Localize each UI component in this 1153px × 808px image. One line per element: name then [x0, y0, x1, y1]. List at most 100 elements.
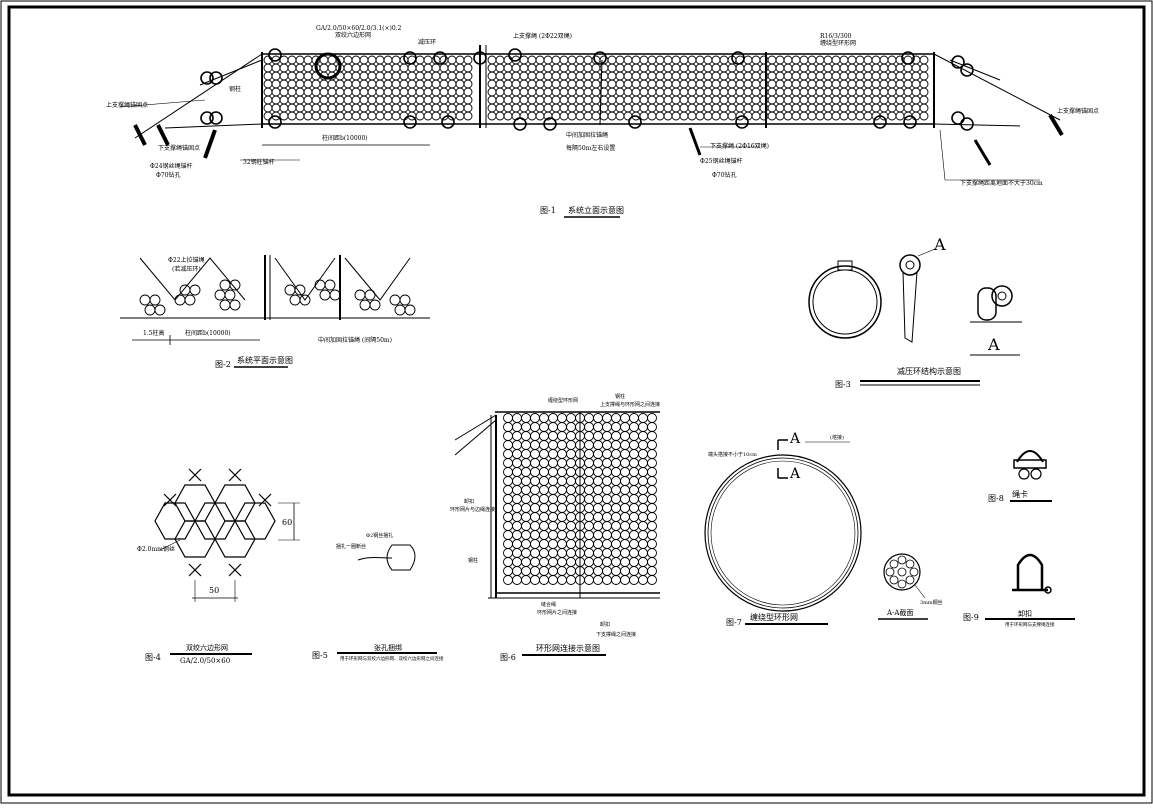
mesh-ring [548, 458, 558, 468]
mesh-ring [647, 476, 657, 486]
label-post-spacing: 柱间距b(10000) [322, 134, 368, 142]
mesh-ring [455, 55, 465, 65]
mesh-ring [512, 530, 522, 540]
anchor-bolt-left-b [156, 124, 170, 146]
mesh-ring [687, 103, 697, 113]
twist-end [228, 563, 242, 577]
brake-ring [513, 117, 527, 131]
mesh-ring [557, 440, 567, 450]
mesh-ring [671, 87, 681, 97]
mesh-ring [521, 476, 531, 486]
mesh-ring [847, 111, 857, 121]
mesh-ring [447, 79, 457, 89]
mesh-ring [695, 63, 705, 73]
mesh-ring [743, 103, 753, 113]
mesh-ring [791, 111, 801, 121]
mesh-ring [447, 55, 457, 65]
mesh-ring [719, 111, 729, 121]
mesh-ring [295, 55, 305, 65]
brake-ring [473, 51, 487, 65]
mesh-ring [519, 71, 529, 81]
mesh-ring [911, 87, 921, 97]
mesh-ring [359, 95, 369, 105]
rope-clip-u [1016, 450, 1044, 463]
mesh-ring [367, 79, 377, 89]
mesh-ring [631, 63, 641, 73]
mesh-ring [751, 79, 761, 89]
mesh-ring [271, 87, 281, 97]
mesh-ring [663, 111, 673, 121]
mesh-ring [602, 512, 612, 522]
mesh-ring [567, 95, 577, 105]
mesh-ring [591, 87, 601, 97]
fig6-ring-net: 缠绕型环形网 [548, 397, 578, 404]
mesh-ring [566, 431, 576, 441]
mesh-ring [503, 485, 513, 495]
mesh-ring [530, 539, 540, 549]
mesh-ring [895, 87, 905, 97]
mesh-ring [575, 111, 585, 121]
mesh-ring [295, 63, 305, 73]
mesh-ring [783, 111, 793, 121]
label-lower-rope-height: 下支撑绳距离地面不大于30cm [960, 179, 1043, 187]
mesh-ring [359, 87, 369, 97]
mesh-ring [521, 458, 531, 468]
mesh-ring [839, 63, 849, 73]
aa-wire-strand [897, 579, 907, 589]
mesh-ring [615, 71, 625, 81]
mesh-ring [638, 467, 648, 477]
mesh-ring [911, 95, 921, 105]
mesh-ring [287, 55, 297, 65]
mesh-ring [607, 63, 617, 73]
mesh-ring [639, 63, 649, 73]
fig7-title: 缠绕型环形网 [750, 612, 798, 622]
mesh-ring [359, 71, 369, 81]
fig2-offset: 1.5柱高 [143, 329, 165, 337]
mesh-ring [871, 95, 881, 105]
mesh-ring [566, 494, 576, 504]
mesh-ring [911, 71, 921, 81]
mesh-ring [399, 71, 409, 81]
mesh-ring [629, 530, 639, 540]
mesh-ring [415, 111, 425, 121]
mesh-ring [593, 458, 603, 468]
mesh-ring [539, 485, 549, 495]
mesh-ring [831, 71, 841, 81]
mesh-ring [719, 79, 729, 89]
mesh-ring [620, 503, 630, 513]
mesh-ring [855, 79, 865, 89]
mesh-ring [503, 467, 513, 477]
mesh-ring [743, 55, 753, 65]
plan-ring [329, 289, 341, 301]
mesh-ring [495, 95, 505, 105]
mesh-ring [620, 449, 630, 459]
mesh-ring [719, 95, 729, 105]
mesh-ring [503, 476, 513, 486]
brake-ring [441, 115, 455, 129]
mesh-ring [823, 55, 833, 65]
mesh-ring [639, 103, 649, 113]
mesh-ring [311, 111, 321, 121]
mesh-ring [767, 87, 777, 97]
label-mesh-spec: GA/2.0/50×60/2.0/3.1(×)0.2 [316, 25, 402, 32]
mesh-ring [823, 87, 833, 97]
anchor-rope-right-3 [949, 59, 1001, 81]
fig2-title: 系统平面示意图 [237, 355, 293, 365]
mesh-ring [407, 103, 417, 113]
mesh-ring [593, 512, 603, 522]
mesh-ring [287, 111, 297, 121]
mesh-ring [647, 440, 657, 450]
mesh-ring [551, 79, 561, 89]
mesh-ring [823, 111, 833, 121]
fig6-tie2-note: 环形网片之间连接 [537, 609, 577, 616]
mesh-ring [911, 63, 921, 73]
fig4-dim-h: 60 [282, 518, 292, 527]
brake-ring [903, 115, 917, 129]
tie-loop [386, 544, 416, 571]
mesh-ring [611, 512, 621, 522]
mesh-ring [620, 521, 630, 531]
mesh-ring [638, 449, 648, 459]
mesh-ring [584, 512, 594, 522]
mesh-ring [783, 55, 793, 65]
